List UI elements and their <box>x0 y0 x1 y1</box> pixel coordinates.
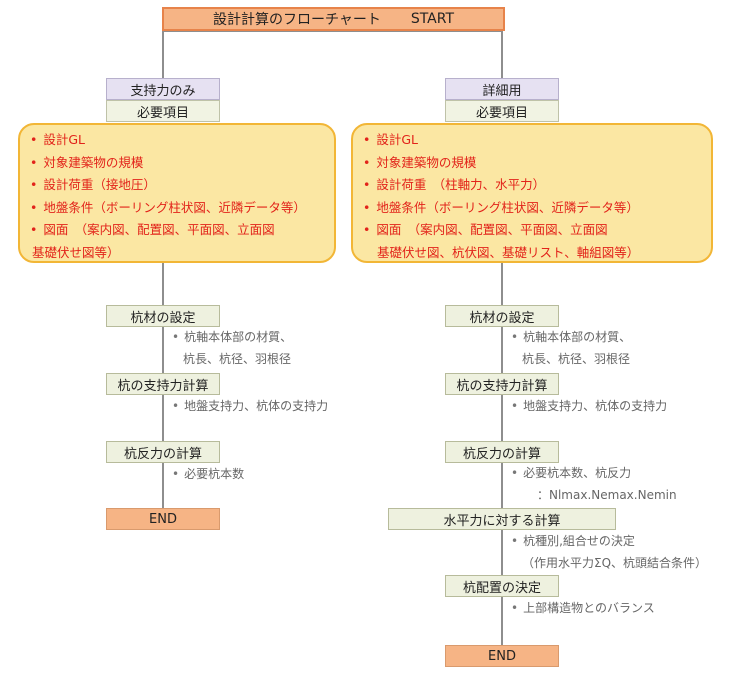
list-item: •図面 （案内図、配置図、平面図、立面図 <box>363 222 608 237</box>
list-item: •設計GL <box>363 132 419 147</box>
left-end-box: END <box>106 508 220 530</box>
left-header: 支持力のみ <box>106 78 220 100</box>
left-required: 必要項目 <box>106 100 220 122</box>
right-note-support: •地盤支持力、杭体の支持力 <box>511 399 668 413</box>
list-item: •設計荷重（接地圧） <box>30 177 156 192</box>
list-item-cont: 基礎伏せ図等） <box>32 244 120 260</box>
connector-start-down <box>162 30 164 78</box>
list-item: •対象建築物の規模 <box>30 154 144 170</box>
left-note-support: •地盤支持力、杭体の支持力 <box>172 399 329 413</box>
list-item: •地盤条件（ボーリング柱状図、近隣データ等） <box>30 199 306 215</box>
right-header: 詳細用 <box>445 78 559 100</box>
list-item: •設計荷重 （柱軸力、水平力） <box>363 177 546 192</box>
right-step-horizontal: 水平力に対する計算 <box>388 508 616 530</box>
left-required-items: •設計GL •対象建築物の規模 •設計荷重（接地圧） •地盤条件（ボーリング柱状… <box>18 123 336 263</box>
right-note-horizontal: •杭種別,組合せの決定 （作用水平力ΣQ、杭頭結合条件） <box>511 534 708 570</box>
left-note-pile-setting: •杭軸本体部の材質、 杭長、杭径、羽根径 <box>172 330 293 366</box>
right-required: 必要項目 <box>445 100 559 122</box>
right-end-box: END <box>445 645 559 667</box>
right-required-items: •設計GL •対象建築物の規模 •設計荷重 （柱軸力、水平力） •地盤条件（ボー… <box>351 123 713 263</box>
start-title: 設計計算のフローチャート <box>212 12 381 28</box>
start-box: 設計計算のフローチャート START <box>162 7 505 31</box>
list-item: •対象建築物の規模 <box>363 154 477 170</box>
connector-branch <box>162 30 503 32</box>
start-label: START <box>410 11 455 27</box>
left-step-support: 杭の支持力計算 <box>106 373 220 395</box>
connector-start-down-right <box>501 30 503 78</box>
list-item: •設計GL <box>30 132 86 147</box>
list-item: •図面 （案内図、配置図、平面図、立面図 <box>30 222 275 237</box>
list-item: •地盤条件（ボーリング柱状図、近隣データ等） <box>363 199 639 215</box>
left-note-reaction: •必要杭本数 <box>172 467 245 481</box>
right-step-reaction: 杭反力の計算 <box>445 441 559 463</box>
right-note-reaction: •必要杭本数、杭反力 ：Nlmax.Nemax.Nemin <box>511 466 677 502</box>
right-note-pile-setting: •杭軸本体部の材質、 杭長、杭径、羽根径 <box>511 330 632 366</box>
left-step-pile-setting: 杭材の設定 <box>106 305 220 327</box>
right-note-layout: •上部構造物とのバランス <box>511 601 655 615</box>
right-step-layout: 杭配置の決定 <box>445 575 559 597</box>
list-item-cont: 基礎伏せ図、杭伏図、基礎リスト、軸組図等） <box>377 244 640 260</box>
left-step-reaction: 杭反力の計算 <box>106 441 220 463</box>
right-step-pile-setting: 杭材の設定 <box>445 305 559 327</box>
right-step-support: 杭の支持力計算 <box>445 373 559 395</box>
